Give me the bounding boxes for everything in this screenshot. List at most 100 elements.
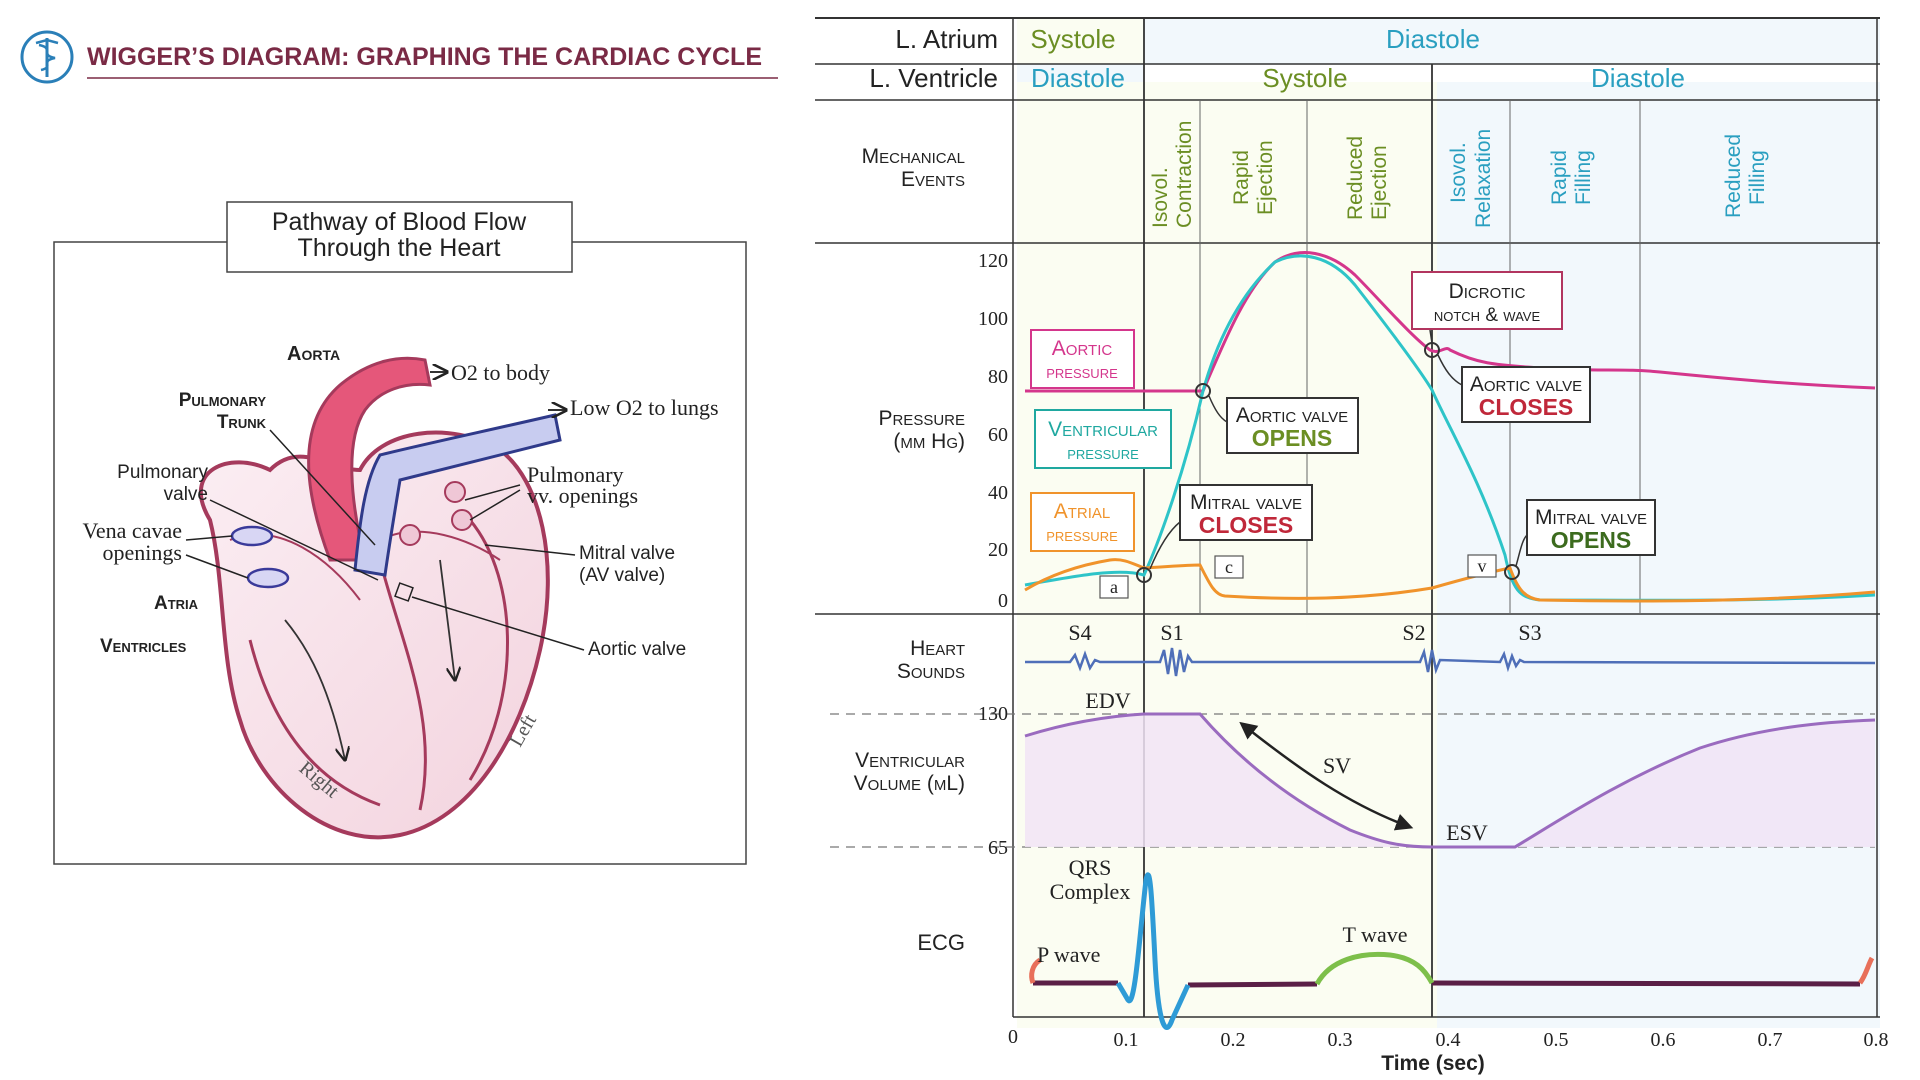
label-pulmonary-valve-1: Pulmonary [117, 462, 208, 483]
wiggers-diagram: L. Atrium L. Ventricle Systole Diastole … [815, 17, 1889, 1075]
time-tick: 0.3 [1328, 1029, 1353, 1051]
ecg-baseline-2 [1187, 981, 1318, 988]
section-label-volume-2: Volume (mL) [854, 772, 965, 795]
callout-box-atrial-pressure [1030, 492, 1135, 552]
callout-box-aortic-pressure [1030, 329, 1135, 389]
ecg-qrs-complex [1115, 872, 1191, 1030]
right-chamber-wall [248, 639, 381, 807]
pressure-tick: 100 [978, 308, 1008, 330]
mechanical-event-4-l1: Isovol. [1447, 142, 1470, 203]
shade-diastole-right [1437, 82, 1880, 1028]
callout-aortic-pressure-1: Aortic [1052, 337, 1113, 360]
row-label-atrium: L. Atrium [895, 24, 998, 54]
mechanical-event-2-l1: Rapid [1230, 150, 1253, 205]
shade-diastole-left [1017, 64, 1144, 82]
label-pulmonary-valve-2: valve [164, 484, 208, 505]
callout-atrial-pressure-2: pressure [1046, 525, 1118, 546]
pulmonary-vein-opening-3 [399, 524, 421, 546]
vena-cava-opening-upper [230, 525, 274, 547]
section-label-heart-sounds-2: Sounds [897, 660, 965, 683]
callout-dicrotic-2: notch & wave [1434, 305, 1541, 326]
label-ventricles: Ventricles [100, 636, 187, 657]
ecg-label-qrs-1: QRS [1069, 855, 1112, 880]
pressure-tick: 0 [998, 590, 1008, 612]
pressure-curves [1024, 251, 1876, 603]
callout-box-aortic-opens [1226, 397, 1359, 454]
label-atria: Atria [154, 593, 199, 614]
ventricle-phase-diastole-2: Diastole [1591, 63, 1685, 93]
callout-atrial-pressure-1: Atrial [1054, 500, 1111, 523]
mechanical-event-5-l1: Rapid [1548, 150, 1571, 205]
callout-ventricular-pressure-1: Ventricular [1048, 418, 1158, 441]
mechanical-event-1-l1: Isovol. [1149, 167, 1172, 228]
ventricle-phase-diastole-1: Diastole [1031, 63, 1125, 93]
section-label-mechanical-2: Events [901, 168, 965, 191]
pulmonary-vein-opening-1 [444, 481, 466, 503]
label-pulmonary-vv-2: vv. openings [527, 483, 638, 508]
pulmonary-vein-opening-2 [451, 509, 473, 531]
aortic-valve-marker [394, 582, 414, 602]
callout-box-mitral-closes [1179, 484, 1313, 541]
callout-aortic-opens-2: OPENS [1252, 425, 1333, 451]
wave-box-c [1214, 555, 1244, 579]
atrium-phase-diastole: Diastole [1386, 24, 1480, 54]
pressure-tick: 20 [988, 539, 1008, 561]
pressure-tick: 60 [988, 424, 1008, 446]
ecg-baseline-3 [1431, 980, 1861, 987]
time-tick: 0.6 [1651, 1029, 1676, 1051]
volume-tick-130: 130 [978, 703, 1008, 725]
label-aorta: Aorta [287, 343, 340, 365]
callout-aortic-closes-1: Aortic valve [1470, 373, 1582, 396]
mechanical-event-5-l2: Filling [1572, 150, 1595, 205]
volume-label-esv: ESV [1446, 820, 1488, 845]
label-pulmonary-trunk-1: Pulmonary [179, 390, 267, 411]
callout-mitral-closes-1: Mitral valve [1190, 491, 1302, 514]
marker-mitral-opens [1504, 564, 1520, 580]
wave-letter-a: a [1110, 577, 1118, 597]
callout-aortic-pressure-2: pressure [1046, 362, 1118, 383]
section-label-volume-1: Ventricular [855, 749, 965, 772]
ventricular-volume: 130 65 EDV ESV SV [830, 688, 1876, 859]
section-label-ecg: ECG [917, 930, 965, 955]
section-label-pressure-1: Pressure [878, 407, 965, 430]
wave-box-v [1467, 554, 1497, 578]
time-axis: 0 0.1 0.2 0.3 0.4 0.5 0.6 0.7 0.8 Time (… [1008, 1026, 1889, 1075]
label-pulmonary-vv-1: Pulmonary [527, 462, 624, 487]
page-title: WIGGER’S DIAGRAM: GRAPHING THE CARDIAC C… [87, 43, 762, 71]
septum [378, 559, 427, 811]
mechanical-event-6-l1: Reduced [1722, 134, 1745, 218]
sound-label-s2: S2 [1402, 620, 1425, 645]
pressure-tick: 80 [988, 366, 1008, 388]
label-pulmonary-trunk-2: Trunk [217, 412, 267, 433]
ecg: P wave QRS Complex T wave [1029, 855, 1875, 1030]
label-vena-cavae-1: Vena cavae [82, 518, 182, 543]
heart-sounds: S4 S1 S2 S3 [1025, 620, 1876, 677]
time-tick: 0 [1008, 1026, 1018, 1048]
sound-label-s3: S3 [1518, 620, 1541, 645]
callout-box-aortic-closes [1461, 366, 1591, 423]
time-tick: 0.8 [1864, 1029, 1889, 1051]
heart-panel-title-line1: Pathway of Blood Flow [272, 208, 527, 236]
volume-curve [1024, 712, 1876, 849]
ventricle-phase-systole: Systole [1262, 63, 1347, 93]
volume-label-edv: EDV [1085, 688, 1130, 713]
label-mitral-valve-1: Mitral valve [579, 543, 675, 564]
vena-cava-opening-lower [246, 567, 290, 589]
callout-box-dicrotic [1411, 271, 1563, 330]
header: WIGGER’S DIAGRAM: GRAPHING THE CARDIAC C… [20, 30, 778, 84]
label-vena-cavae-2: openings [103, 540, 182, 565]
volume-fill [1025, 714, 1875, 847]
volume-label-sv: SV [1323, 753, 1351, 778]
time-tick: 0.5 [1544, 1029, 1569, 1051]
time-tick: 0.4 [1436, 1029, 1461, 1051]
atrium-phase-systole: Systole [1030, 24, 1115, 54]
pressure-tick: 120 [978, 250, 1008, 272]
ecg-label-qrs-2: Complex [1050, 879, 1131, 904]
mechanical-event-6-l2: Filling [1746, 150, 1769, 205]
label-o2-to-body: O2 to body [451, 360, 550, 385]
shade-diastole-atrium [1144, 18, 1880, 64]
row-label-ventricle: L. Ventricle [869, 63, 998, 93]
caduceus-logo-icon [20, 30, 74, 84]
time-axis-label: Time (sec) [1381, 1052, 1485, 1075]
